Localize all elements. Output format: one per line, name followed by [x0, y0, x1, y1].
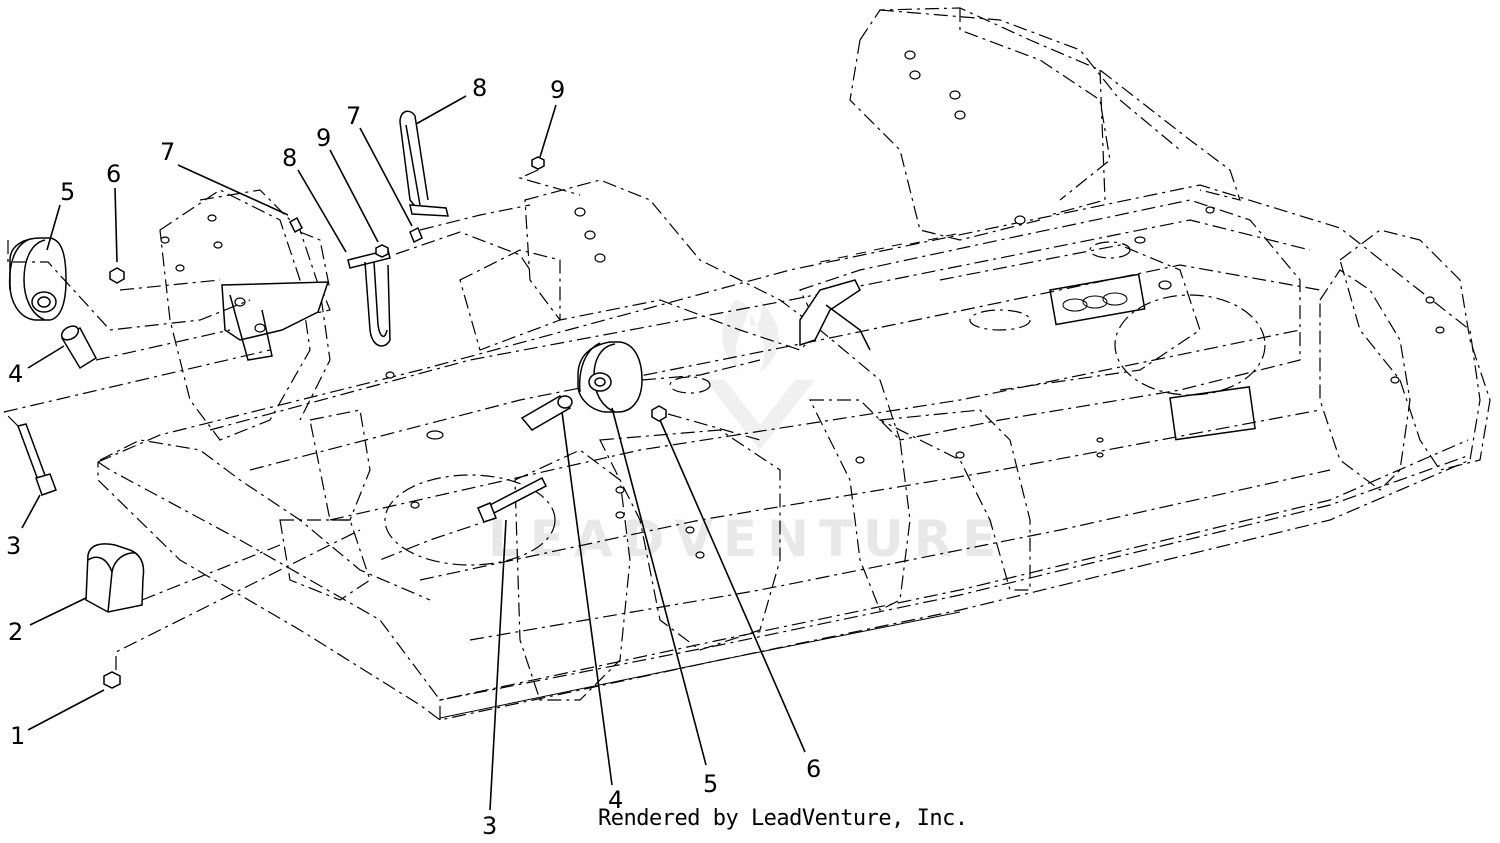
handle-pin-top	[399, 110, 449, 217]
callout-7-mid: 7	[346, 102, 361, 130]
center-latch	[799, 279, 871, 351]
nut-9-left	[375, 244, 389, 258]
roller-wheel-left	[8, 237, 67, 321]
bolt-7-left	[289, 216, 303, 234]
callout-1: 1	[10, 722, 25, 750]
roller-wheel-center	[577, 341, 643, 413]
spacer-tube-center	[520, 395, 573, 431]
callout-7-left: 7	[160, 138, 175, 166]
callout-8-left: 8	[282, 144, 297, 172]
callout-3-left: 3	[6, 532, 21, 560]
callout-5-bottom: 5	[703, 770, 718, 798]
nut-bottom	[103, 671, 121, 689]
callout-9-left: 9	[316, 124, 331, 152]
callout-numbers: 5 6 7 8 9 7 8 9 4 3 2 1 3 4 5 6	[6, 74, 821, 840]
callout-6-bottom: 6	[806, 755, 821, 783]
callout-4-bottom: 4	[608, 786, 623, 814]
callout-5-left: 5	[60, 178, 75, 206]
callout-9-top: 9	[550, 76, 565, 104]
bolt-left	[17, 423, 57, 496]
bolt-center	[477, 476, 548, 523]
left-mount-bracket	[221, 281, 330, 361]
callout-2: 2	[8, 618, 23, 646]
watermark-flame-logo	[705, 300, 815, 450]
nut-center	[651, 405, 667, 422]
deck-decal-rings	[1062, 292, 1128, 312]
mower-deck-frame	[97, 7, 1491, 721]
watermark-text: LEADVENTURE	[488, 510, 1006, 568]
bumper-block	[85, 543, 145, 613]
leadventure-watermark: LEADVENTURE	[488, 300, 1006, 568]
callout-6-left: 6	[106, 160, 121, 188]
callout-8-top: 8	[472, 74, 487, 102]
callout-leaders	[21, 95, 806, 811]
deck-holes	[160, 50, 1445, 559]
spacer-tube-left	[60, 325, 97, 370]
bolt-7-mid	[409, 226, 423, 244]
alignment-phantom-lines	[3, 169, 761, 670]
nut-left	[109, 267, 125, 284]
render-credit: Rendered by LeadVenture, Inc.	[598, 806, 968, 831]
callout-4-left: 4	[8, 360, 23, 388]
nut-9-top	[531, 156, 545, 170]
deck-slot-row	[819, 233, 957, 263]
callout-3-bottom: 3	[482, 812, 497, 840]
handle-pin-left	[347, 249, 391, 347]
